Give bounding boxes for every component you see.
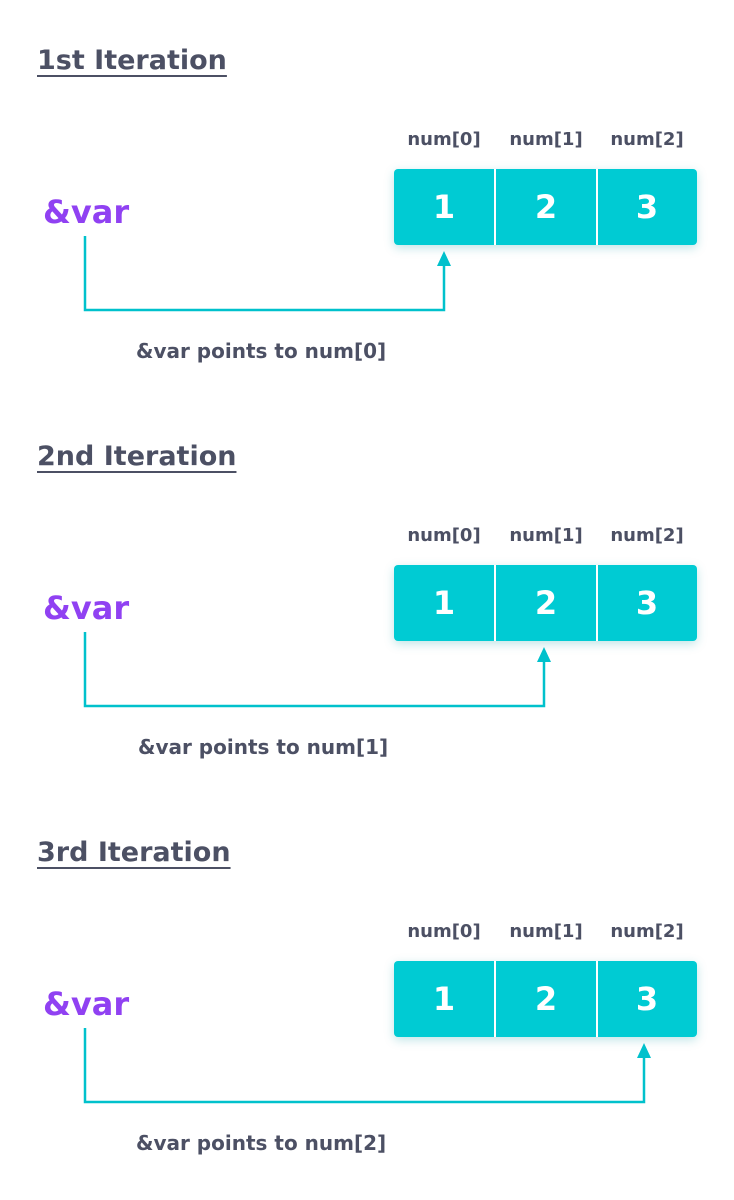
- pointer-label: &var: [43, 193, 130, 231]
- caption: &var points to num[0]: [136, 339, 387, 363]
- section-title: 3rd Iteration: [37, 837, 231, 868]
- section-title: 2nd Iteration: [37, 441, 237, 472]
- pointer-arrow: [83, 236, 451, 312]
- array-cell: 3: [635, 980, 659, 1018]
- cell-divider: [494, 169, 496, 245]
- index-label: num[0]: [407, 921, 481, 942]
- cell-divider: [494, 565, 496, 641]
- array-cell: 2: [534, 980, 558, 1018]
- cell-divider: [596, 169, 598, 245]
- array-box: 1 2 3: [394, 169, 697, 245]
- index-label: num[0]: [407, 129, 481, 150]
- iteration-section: 1st Iteration &var num[0] num[1] num[2] …: [0, 0, 734, 396]
- caption: &var points to num[1]: [138, 735, 389, 759]
- index-label: num[2]: [610, 921, 684, 942]
- cell-divider: [596, 565, 598, 641]
- pointer-arrow: [83, 1028, 651, 1104]
- index-label: num[1]: [509, 921, 583, 942]
- index-label: num[1]: [509, 129, 583, 150]
- iteration-section: 3rd Iteration &var num[0] num[1] num[2] …: [0, 792, 734, 1188]
- cell-divider: [494, 961, 496, 1037]
- index-label: num[2]: [610, 525, 684, 546]
- pointer-label: &var: [43, 589, 130, 627]
- cell-divider: [596, 961, 598, 1037]
- array-cell: 3: [635, 188, 659, 226]
- array-cell: 3: [635, 584, 659, 622]
- array-cell: 2: [534, 584, 558, 622]
- array-cell: 2: [534, 188, 558, 226]
- section-title: 1st Iteration: [37, 45, 227, 76]
- caption: &var points to num[2]: [136, 1131, 387, 1155]
- index-label: num[1]: [509, 525, 583, 546]
- array-box: 1 2 3: [394, 961, 697, 1037]
- pointer-label: &var: [43, 985, 130, 1023]
- index-label: num[2]: [610, 129, 684, 150]
- array-box: 1 2 3: [394, 565, 697, 641]
- array-cell: 1: [432, 980, 456, 1018]
- array-cell: 1: [432, 188, 456, 226]
- index-label: num[0]: [407, 525, 481, 546]
- pointer-arrow: [83, 632, 551, 708]
- iteration-section: 2nd Iteration &var num[0] num[1] num[2] …: [0, 396, 734, 792]
- array-cell: 1: [432, 584, 456, 622]
